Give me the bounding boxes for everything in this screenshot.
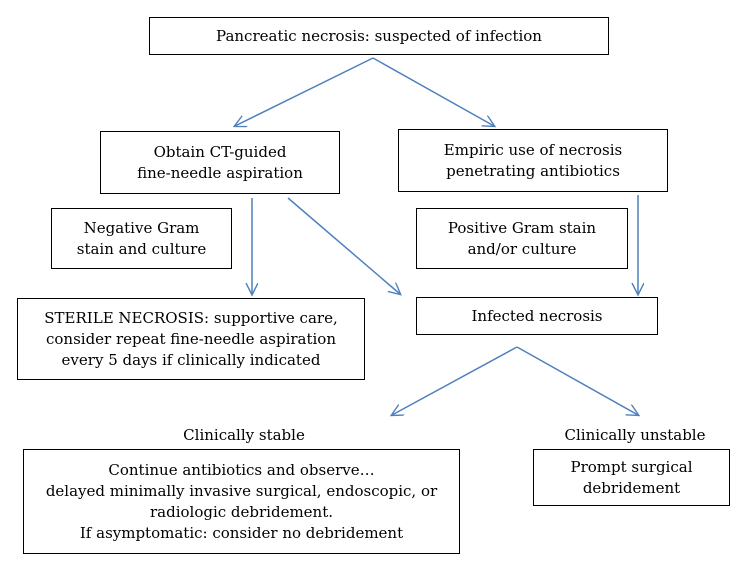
node-text: every 5 days if clinically indicated (61, 350, 321, 369)
node-text: consider repeat fine-needle aspiration (45, 329, 336, 348)
node-text: debridement (582, 478, 681, 497)
node-text: Obtain CT-guided (153, 142, 287, 161)
node-text: STERILE NECROSIS: supportive care, (44, 308, 338, 327)
label-clinically-unstable: Clinically unstable (564, 426, 706, 444)
node-text: Negative Gram (83, 218, 200, 237)
node-text: If asymptomatic: consider no debridement (79, 523, 404, 542)
arrow-infected-to-unstable (516, 346, 638, 415)
label-clinically-stable: Clinically stable (183, 426, 305, 444)
arrow-fna-to-infected (287, 197, 400, 294)
node-text: Positive Gram stain (447, 218, 597, 237)
node-positive-gram-stain: Positive Gram stain and/or culture (416, 208, 628, 269)
node-text: fine-needle aspiration (137, 163, 303, 182)
arrow-suspected-to-empiric (372, 57, 494, 126)
node-text: stain and culture (76, 239, 207, 258)
node-text: Infected necrosis (471, 306, 603, 325)
node-text: Empiric use of necrosis (443, 140, 623, 159)
node-prompt-surgical-debridement: Prompt surgical debridement (533, 449, 730, 506)
node-text: Continue antibiotics and observe… (108, 460, 375, 479)
node-empiric-antibiotics: Empiric use of necrosis penetrating anti… (398, 129, 668, 192)
arrow-infected-to-stable (392, 346, 518, 415)
node-suspected-infection: Pancreatic necrosis: suspected of infect… (149, 17, 609, 55)
node-text: Pancreatic necrosis: suspected of infect… (216, 26, 542, 45)
node-text: Prompt surgical (570, 457, 693, 476)
node-text: penetrating antibiotics (446, 161, 620, 180)
node-infected-necrosis: Infected necrosis (416, 297, 658, 335)
arrow-suspected-to-fna (235, 57, 374, 126)
node-continue-antibiotics: Continue antibiotics and observe… delaye… (23, 449, 460, 554)
node-sterile-necrosis: STERILE NECROSIS: supportive care, consi… (17, 298, 365, 380)
node-ct-guided-fna: Obtain CT-guided fine-needle aspiration (100, 131, 340, 194)
node-text: radiologic debridement. (149, 502, 334, 521)
node-text: and/or culture (467, 239, 577, 258)
node-negative-gram-stain: Negative Gram stain and culture (51, 208, 232, 269)
node-text: delayed minimally invasive surgical, end… (45, 481, 438, 500)
